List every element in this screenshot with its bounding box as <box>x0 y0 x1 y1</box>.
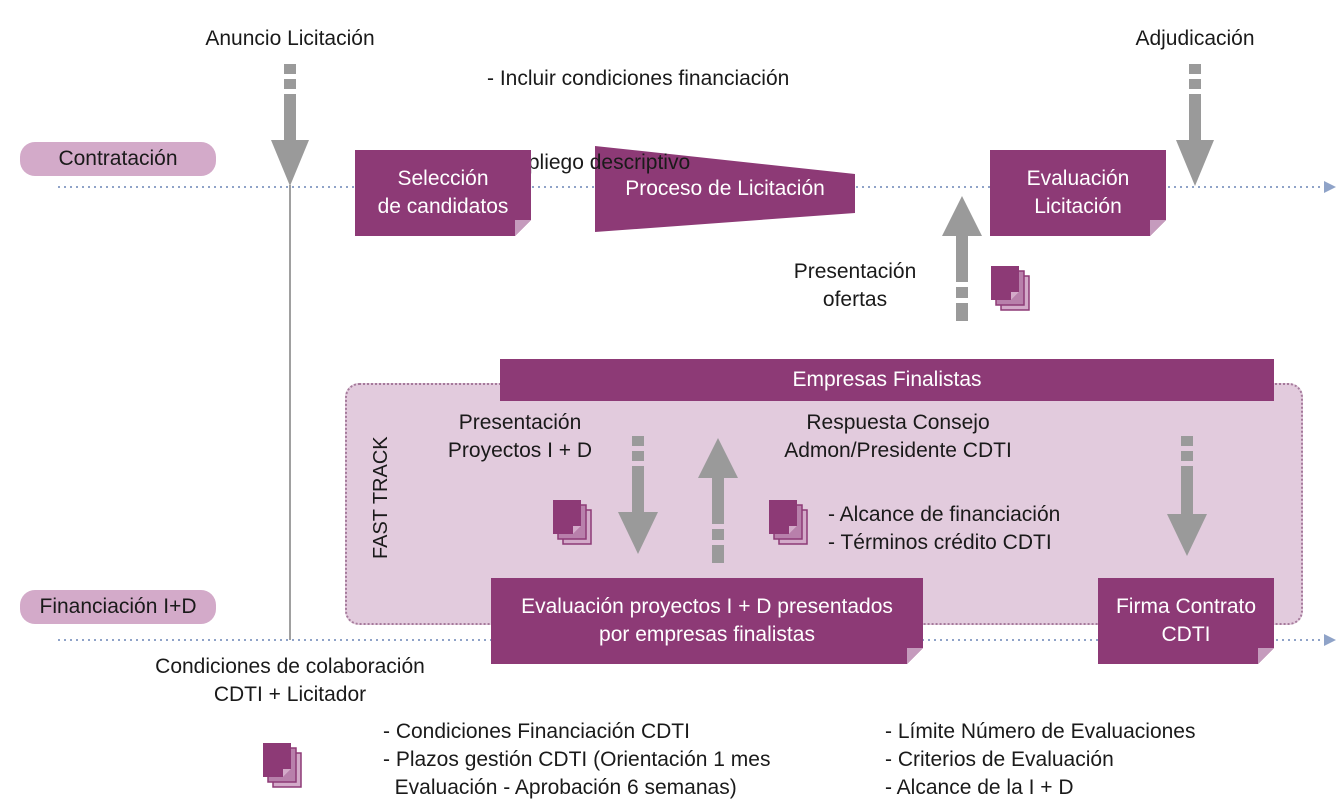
respuesta-arrow <box>698 438 738 563</box>
seleccion-candidatos-box: Selección de candidatos <box>355 150 531 236</box>
box-line: Evaluación proyectos I + D presentados <box>521 595 893 618</box>
top-note-line: - Incluir condiciones financiación <box>487 67 790 90</box>
list-item: Evaluación - Aprobación 6 semanas) <box>383 776 737 799</box>
proyectos-document-icon <box>552 499 592 545</box>
list-item: - Criterios de Evaluación <box>885 748 1114 771</box>
box-line: por empresas finalistas <box>599 623 815 646</box>
condiciones-financiacion-list: - Condiciones Financiación CDTI - Plazos… <box>383 718 770 802</box>
condiciones-colaboracion-label: Condiciones de colaboración CDTI + Licit… <box>132 653 448 709</box>
label-line: CDTI + Licitador <box>213 683 367 706</box>
ofertas-document-icon <box>990 265 1030 311</box>
label-line: Admon/Presidente CDTI <box>784 439 1012 462</box>
label-line: Presentación <box>458 411 582 434</box>
empresas-finalistas-banner: Empresas Finalistas <box>500 359 1274 401</box>
firma-arrow <box>1167 436 1207 556</box>
evaluacion-licitacion-box: Evaluación Licitación <box>990 150 1166 236</box>
list-item: - Condiciones Financiación CDTI <box>383 720 690 743</box>
evaluacion-limites-list: - Límite Número de Evaluaciones - Criter… <box>885 718 1195 802</box>
lane-financiacion: Financiación I+D <box>20 590 216 624</box>
box-line: Selección <box>397 167 489 190</box>
financiacion-timeline-arrowhead <box>1324 634 1336 646</box>
list-item: - Límite Número de Evaluaciones <box>885 720 1196 743</box>
top-note-line: en pliego descriptivo <box>487 151 691 174</box>
firma-contrato-box: Firma Contrato CDTI <box>1098 578 1274 664</box>
lane-contratacion: Contratación <box>20 142 216 176</box>
anuncio-licitacion-label: Anuncio Licitación <box>205 27 375 50</box>
box-line: Licitación <box>1034 195 1122 218</box>
condiciones-document-icon <box>262 742 302 788</box>
evaluacion-proyectos-box: Evaluación proyectos I + D presentados p… <box>491 578 923 664</box>
box-line: de candidatos <box>377 195 509 218</box>
adjudicacion-label: Adjudicación <box>1135 27 1255 50</box>
box-line: Firma Contrato <box>1115 595 1257 618</box>
box-line: CDTI <box>1161 623 1211 646</box>
label-line: Condiciones de colaboración <box>155 655 425 678</box>
respuesta-items: - Alcance de financiación - Términos cré… <box>828 501 1060 557</box>
contratacion-timeline-arrowhead <box>1324 181 1336 193</box>
list-item: - Términos crédito CDTI <box>828 531 1052 554</box>
list-item: - Alcance de la I + D <box>885 776 1074 799</box>
presentacion-proyectos-label: Presentación Proyectos I + D <box>420 409 620 465</box>
respuesta-consejo-label: Respuesta Consejo Admon/Presidente CDTI <box>758 409 1038 465</box>
box-line: Evaluación <box>1026 167 1130 190</box>
respuesta-document-icon <box>768 499 808 545</box>
list-item: - Alcance de financiación <box>828 503 1061 526</box>
presentacion-proyectos-arrow <box>618 436 658 554</box>
presentacion-ofertas-label: Presentación ofertas <box>770 258 940 314</box>
label-line: Respuesta Consejo <box>806 411 990 434</box>
label-line: Presentación <box>793 260 917 283</box>
label-line: Proyectos I + D <box>447 439 593 462</box>
proceso-licitacion-shape <box>595 146 855 232</box>
proceso-licitacion-label: Proceso de Licitación <box>625 177 825 200</box>
label-line: ofertas <box>822 288 888 311</box>
adjudicacion-arrow <box>1176 64 1214 186</box>
anuncio-arrow <box>271 64 309 186</box>
list-item: - Plazos gestión CDTI (Orientación 1 mes <box>383 748 771 771</box>
ofertas-arrow <box>942 196 982 321</box>
